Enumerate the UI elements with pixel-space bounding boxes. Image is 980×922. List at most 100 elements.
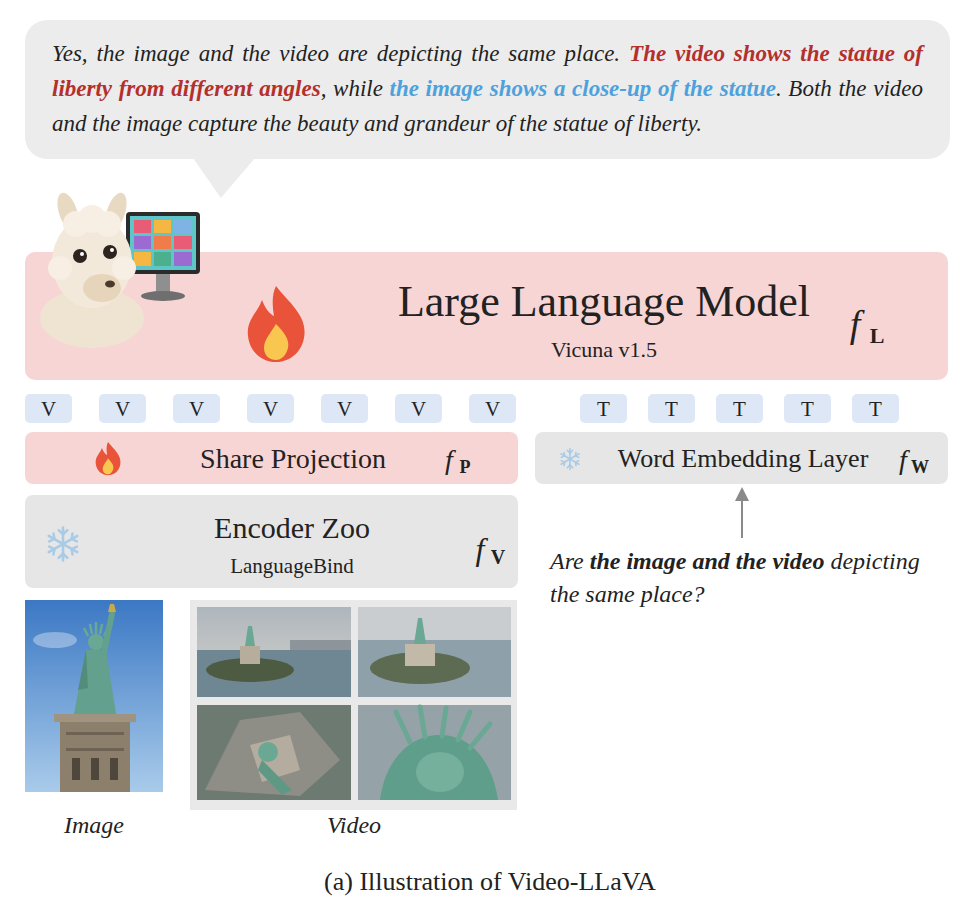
statue-image-part bbox=[84, 622, 108, 636]
text-token: T bbox=[716, 394, 763, 423]
statue-image bbox=[25, 600, 163, 792]
statue-image-part bbox=[108, 604, 116, 612]
llama-illustration-part bbox=[48, 256, 72, 280]
text-slot: LanguageBind bbox=[230, 556, 354, 577]
llama-illustration-part bbox=[154, 252, 171, 266]
visual-token: V bbox=[247, 394, 294, 423]
text-slot: L bbox=[870, 325, 885, 347]
box-label: Word Embedding Layer bbox=[618, 444, 869, 473]
statue-video-frames-part bbox=[240, 646, 260, 664]
math-symbol: f bbox=[476, 531, 485, 567]
math-symbol: f bbox=[850, 303, 861, 345]
llama-illustration-part bbox=[126, 212, 200, 274]
llama-illustration-part bbox=[110, 248, 114, 252]
llm-box: Large Language ModelVicuna v1.5 fL bbox=[25, 252, 948, 380]
statue-video-frames bbox=[190, 600, 517, 810]
text-token: T bbox=[580, 394, 627, 423]
statue-image-part bbox=[66, 748, 124, 751]
statue-image-part bbox=[74, 650, 116, 714]
visual-token: V bbox=[321, 394, 368, 423]
math-subscript: V bbox=[491, 546, 505, 568]
text-slot: P bbox=[460, 458, 471, 476]
statue-image-part bbox=[72, 758, 80, 780]
llama-illustration-part bbox=[78, 205, 106, 233]
box-label: V bbox=[41, 397, 56, 421]
question-text: the image and the video bbox=[590, 548, 825, 574]
statue-video-frames-part bbox=[380, 735, 498, 800]
embedding-box: Word Embedding Layer fW bbox=[535, 432, 948, 484]
speech-bubble: Yes, the image and the video are depicti… bbox=[25, 20, 950, 159]
box-label: T bbox=[665, 397, 678, 421]
statue-image-part bbox=[60, 718, 130, 792]
visual-token: V bbox=[395, 394, 442, 423]
statue-video-frames-part bbox=[416, 752, 464, 792]
statue-image-part bbox=[88, 634, 104, 650]
box-label: T bbox=[869, 397, 882, 421]
text-slot: V bbox=[491, 547, 505, 567]
box-label: V bbox=[411, 397, 426, 421]
math-subscript: P bbox=[460, 457, 471, 477]
math-subscript: L bbox=[870, 323, 885, 348]
text-slot: W bbox=[911, 458, 929, 476]
box-label: Encoder Zoo bbox=[214, 511, 370, 544]
llama-illustration-part bbox=[134, 236, 151, 249]
statue-video-frames-part bbox=[197, 650, 351, 697]
text-slot: Vicuna v1.5 bbox=[551, 339, 657, 361]
llama-illustration-part bbox=[174, 236, 192, 249]
statue-video-frames-part bbox=[190, 600, 517, 810]
statue-video-frames-part bbox=[245, 626, 255, 646]
box-label: V bbox=[263, 397, 278, 421]
box-label: V bbox=[189, 397, 204, 421]
bubble-paragraph: Yes, the image and the video are depicti… bbox=[52, 36, 923, 141]
llama-illustration-part bbox=[103, 245, 117, 259]
text-slot: (a) Illustration of Video-LLaVA bbox=[324, 869, 656, 895]
frozen-snowflake-icon bbox=[49, 528, 78, 561]
text-token: T bbox=[852, 394, 899, 423]
llama-illustration-part bbox=[154, 220, 171, 233]
math-symbol: f bbox=[445, 444, 453, 475]
llama-illustration-part bbox=[105, 281, 115, 288]
text-slot: Share Projection bbox=[200, 445, 386, 473]
llama-illustration-part bbox=[112, 256, 136, 280]
trainable-fire-icon bbox=[96, 442, 121, 475]
question-paragraph: Are the image and the video depicting th… bbox=[550, 545, 945, 611]
answer-text: Yes, the image and the video are depicti… bbox=[52, 41, 620, 66]
llama-illustration-part bbox=[52, 216, 132, 308]
highlight-text: the image shows a close-up of the statue bbox=[390, 76, 776, 101]
text-slot: Word Embedding Layer bbox=[618, 446, 869, 472]
encoder-box: Encoder ZooLanguageBind fV bbox=[25, 495, 518, 588]
box-label: T bbox=[801, 397, 814, 421]
media-label: Video bbox=[327, 812, 381, 838]
visual-token: V bbox=[99, 394, 146, 423]
text-slot: Large Language Model bbox=[398, 280, 810, 324]
statue-video-frames-part bbox=[358, 640, 511, 697]
llama-illustration-part bbox=[134, 252, 151, 266]
llama-illustration-part bbox=[83, 274, 121, 302]
statue-video-frames-part bbox=[370, 652, 470, 684]
text-token: T bbox=[784, 394, 831, 423]
llama-illustration-part bbox=[174, 220, 192, 233]
llama-illustration-part bbox=[141, 291, 185, 301]
statue-video-frames-part bbox=[396, 707, 490, 748]
visual-token: V bbox=[173, 394, 220, 423]
visual-token: V bbox=[469, 394, 516, 423]
text-slot: f bbox=[445, 446, 453, 474]
box-label: T bbox=[733, 397, 746, 421]
frozen-snowflake-icon bbox=[561, 449, 579, 470]
visual-token: V bbox=[25, 394, 72, 423]
text-slot: Image bbox=[64, 813, 124, 837]
input-arrow bbox=[741, 494, 743, 538]
text-slot: V bbox=[263, 399, 278, 420]
statue-video-frames-part bbox=[258, 760, 292, 795]
statue-image-part bbox=[54, 714, 136, 722]
text-slot: f bbox=[899, 446, 907, 474]
text-slot: Encoder Zoo bbox=[214, 513, 370, 543]
llama-illustration-part bbox=[130, 216, 196, 270]
statue-video-frames-part bbox=[250, 735, 300, 782]
math-symbol: f bbox=[899, 444, 907, 475]
text-slot: Video bbox=[327, 813, 381, 837]
bubble-tail bbox=[193, 158, 255, 198]
statue-video-frames-part bbox=[358, 607, 511, 697]
statue-image-part bbox=[110, 758, 118, 780]
answer-text: , while bbox=[321, 76, 383, 101]
